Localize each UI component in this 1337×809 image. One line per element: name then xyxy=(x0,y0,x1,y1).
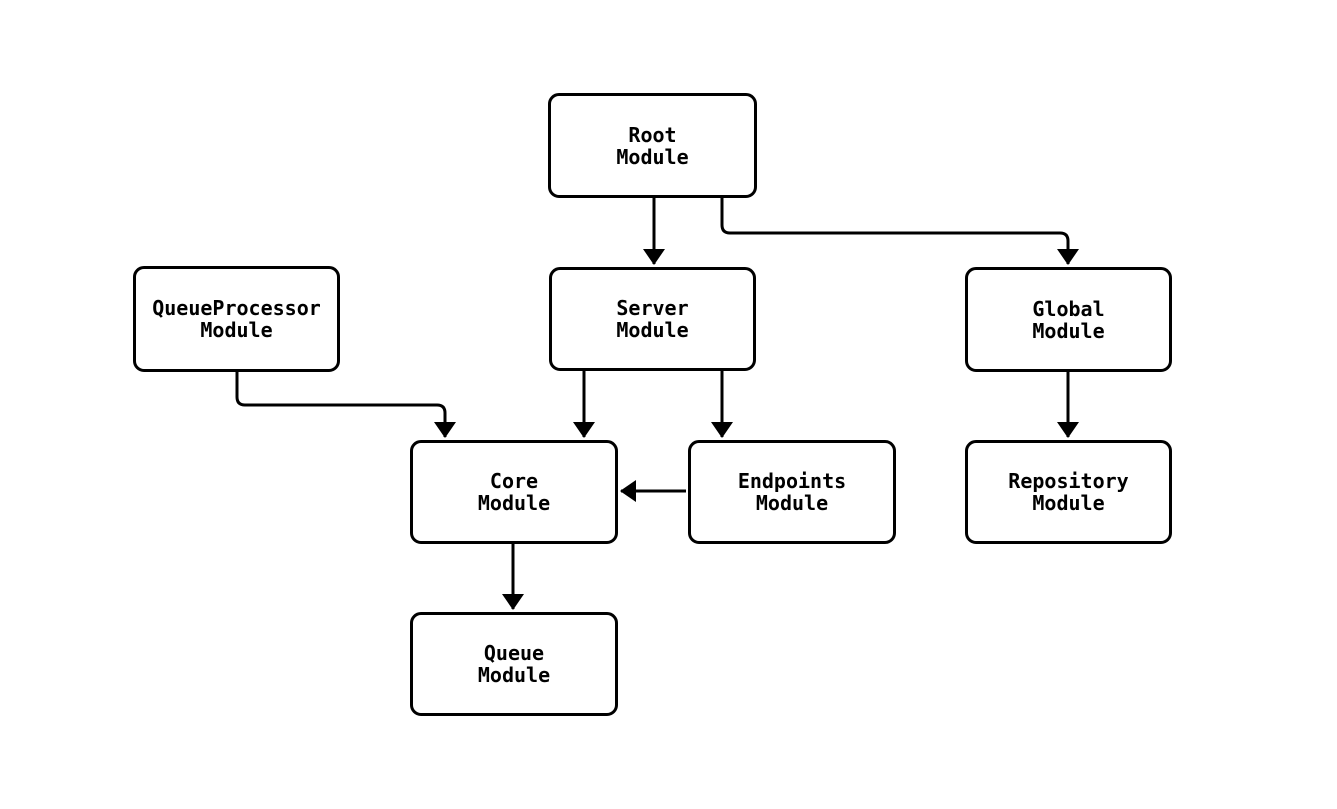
node-core-module: Core Module xyxy=(410,440,618,544)
node-repository-module: Repository Module xyxy=(965,440,1172,544)
node-label: Server Module xyxy=(616,296,689,342)
node-label: Endpoints Module xyxy=(737,469,847,515)
node-label: Root Module xyxy=(616,122,689,169)
node-label: Repository Module xyxy=(1008,469,1129,515)
node-label: Global Module xyxy=(1032,296,1105,343)
node-server-module: Server Module xyxy=(549,267,756,371)
node-label: Core Module xyxy=(477,469,551,515)
node-endpoints-module: Endpoints Module xyxy=(688,440,896,544)
node-queue-module: Queue Module xyxy=(410,612,618,716)
node-global-module: Global Module xyxy=(965,267,1172,372)
node-queueprocessor-module: QueueProcessor Module xyxy=(133,266,340,372)
node-label: QueueProcessor Module xyxy=(152,296,321,342)
edge-queueprocessor-to-core xyxy=(235,372,456,438)
node-label: Queue Module xyxy=(477,641,551,687)
node-root-module: Root Module xyxy=(548,93,757,198)
edge-root-to-global xyxy=(720,198,1079,265)
